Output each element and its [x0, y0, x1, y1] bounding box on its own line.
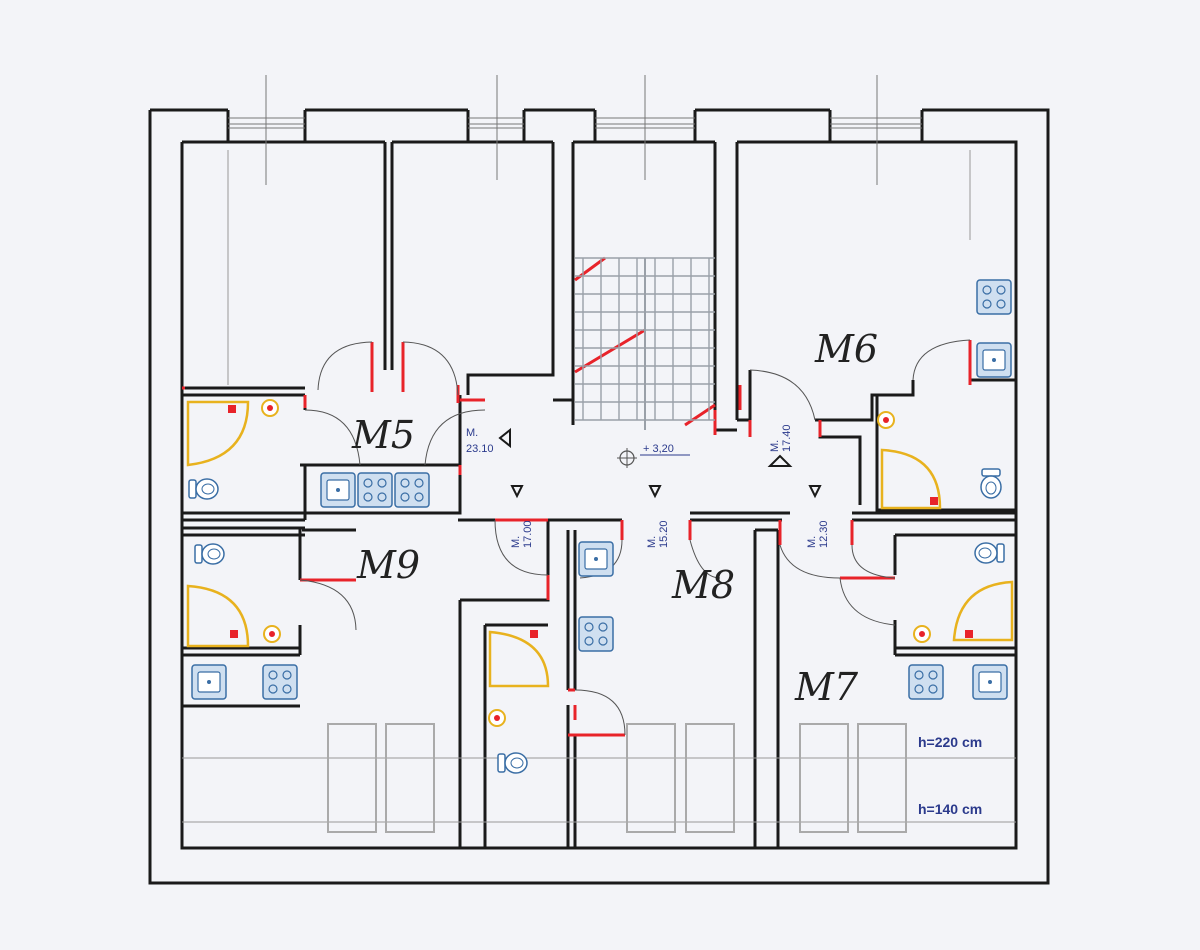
meter-labels: M. 23.10 M. 17.00 M. 15.20 M. 12.30 M. 1…: [466, 424, 830, 548]
meter-prefix: M.: [769, 440, 781, 452]
staircase: [575, 257, 715, 430]
door-swings: [299, 339, 971, 736]
washbasin-icon: [488, 709, 506, 727]
height-label-220: h=220 cm: [918, 734, 982, 750]
meter-23-10: M. 23.10: [466, 427, 494, 455]
interior-walls: [182, 142, 1016, 848]
meter-value: 17.40: [781, 424, 793, 452]
unit-label-m6: M6: [814, 327, 878, 371]
elevation-label: + 3,20: [643, 443, 674, 455]
meter-prefix: M.: [466, 427, 478, 439]
height-labels: h=220 cm h=140 cm: [918, 734, 982, 817]
shower-taps: [228, 405, 973, 638]
kitchen-sink-icon: [972, 664, 1008, 700]
toilet-icon: [980, 468, 1002, 499]
kitchen-sink-icon: [320, 472, 356, 508]
meter-triangle-icon: [648, 485, 662, 499]
stove-icon: [262, 664, 298, 700]
showers: [186, 400, 1014, 688]
meter-markers: [498, 427, 822, 499]
meter-value: 23.10: [466, 443, 494, 455]
meter-value: 15.20: [658, 520, 670, 548]
meter-value: 12.30: [818, 520, 830, 548]
stove-icon: [394, 472, 430, 508]
meter-prefix: M.: [806, 536, 818, 548]
meter-triangle-icon: [510, 485, 524, 499]
unit-label-m7: M7: [794, 665, 859, 709]
meter-triangle-icon: [808, 485, 822, 499]
toilet-icon: [188, 478, 219, 500]
washbasin-icon: [263, 625, 281, 643]
unit-labels: M5 M6 M7 M8 M9: [351, 327, 878, 709]
toilet-icon: [497, 752, 528, 774]
meter-value: 17.00: [522, 520, 534, 548]
outer-walls: [148, 108, 1050, 885]
skylights: [327, 723, 907, 833]
unit-label-m8: M8: [671, 563, 735, 607]
kitchen-sink-icon: [976, 342, 1012, 378]
meter-triangle-icon: [767, 454, 793, 467]
meter-17-00: M. 17.00: [510, 520, 534, 548]
meter-17-40: M. 17.40: [769, 424, 793, 452]
toilet-icon: [974, 542, 1005, 564]
slope-lines: [182, 150, 1016, 823]
meter-prefix: M.: [510, 536, 522, 548]
unit-label-m9: M9: [356, 543, 420, 587]
washbasin-icon: [877, 411, 895, 429]
stove-icon: [357, 472, 393, 508]
elevation-marker: + 3,20: [617, 443, 690, 468]
windows: [228, 75, 922, 185]
kitchen-sink-icon: [191, 664, 227, 700]
stove-icon: [578, 616, 614, 652]
washbasin-icon: [913, 625, 931, 643]
toilet-icon: [194, 543, 225, 565]
meter-triangle-icon: [498, 427, 511, 449]
height-label-140: h=140 cm: [918, 801, 982, 817]
washbasin-icon: [261, 399, 279, 417]
meter-12-30: M. 12.30: [806, 520, 830, 548]
door-jambs: [182, 256, 972, 737]
meter-prefix: M.: [646, 536, 658, 548]
meter-15-20: M. 15.20: [646, 520, 670, 548]
kitchen-sink-icon: [578, 541, 614, 577]
unit-label-m5: M5: [351, 413, 415, 457]
stove-icon: [908, 664, 944, 700]
stove-icon: [976, 279, 1012, 315]
